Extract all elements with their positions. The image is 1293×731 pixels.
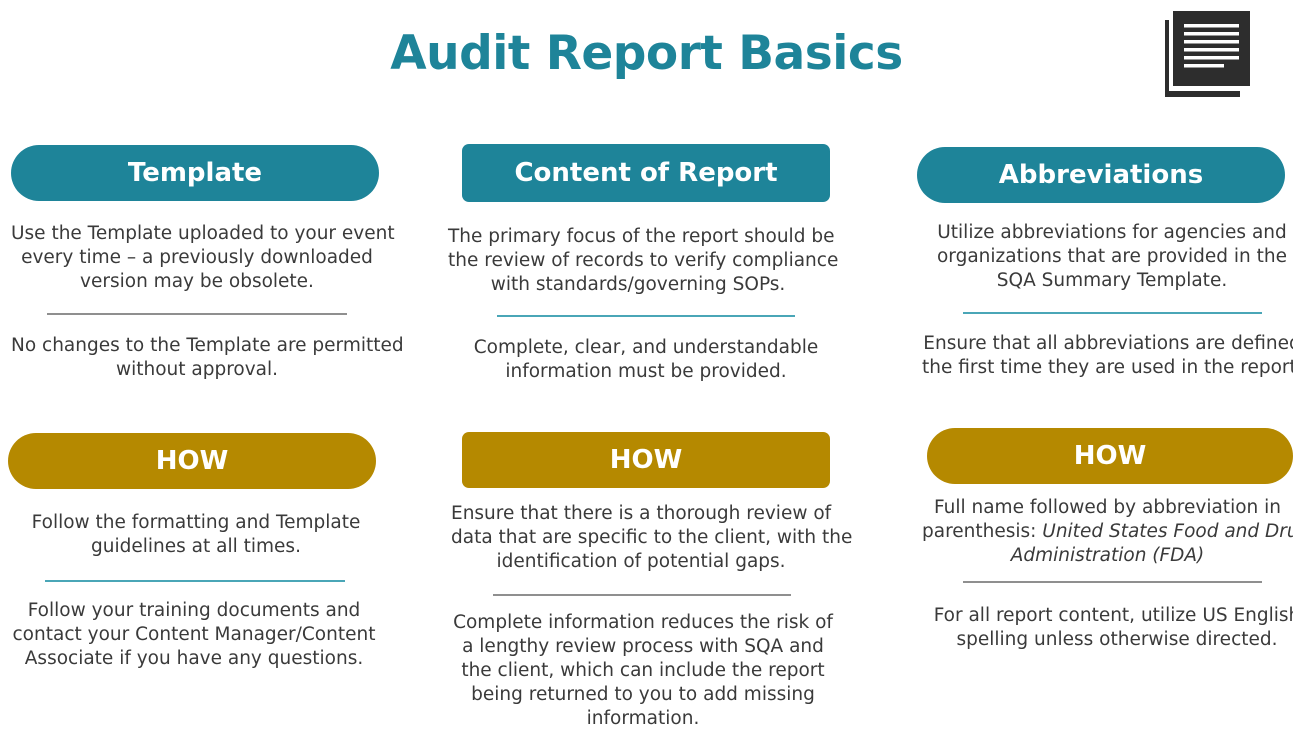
divider — [963, 581, 1262, 583]
template-text-2: No changes to the Template are permitted… — [11, 335, 404, 380]
abbreviations-text-1: Utilize abbreviations for agencies and o… — [936, 222, 1287, 291]
template-text-1: Use the Template uploaded to your event … — [11, 223, 395, 292]
abbreviations-how-text-1: Full name followed by abbreviation in pa… — [922, 497, 1293, 566]
content-how-header: HOW — [462, 432, 830, 488]
content-how-text-1: Ensure that there is a thorough review o… — [451, 503, 853, 572]
template-header: Template — [11, 145, 379, 201]
divider — [493, 594, 791, 596]
content-of-report-header: Content of Report — [462, 144, 830, 202]
divider — [47, 313, 347, 315]
abbreviations-header: Abbreviations — [917, 147, 1285, 203]
abbreviations-how-text-2: For all report content, utilize US Engli… — [933, 605, 1293, 650]
content-how-text-2: Complete information reduces the risk of… — [453, 612, 833, 729]
abbreviations-text-2: Ensure that all abbreviations are define… — [922, 333, 1293, 378]
content-text-1: The primary focus of the report should b… — [448, 226, 839, 295]
divider — [963, 312, 1262, 314]
template-how-text-1: Follow the formatting and Template guide… — [31, 512, 361, 557]
content-text-2: Complete, clear, and understandable info… — [473, 337, 819, 382]
document-stack-icon — [1165, 11, 1250, 97]
divider — [497, 315, 795, 317]
template-how-header: HOW — [8, 433, 376, 489]
page-title: Audit Report Basics — [390, 26, 903, 81]
abbreviations-how-header: HOW — [927, 428, 1293, 484]
template-how-text-2: Follow your training documents and conta… — [12, 600, 376, 669]
divider — [45, 580, 345, 582]
